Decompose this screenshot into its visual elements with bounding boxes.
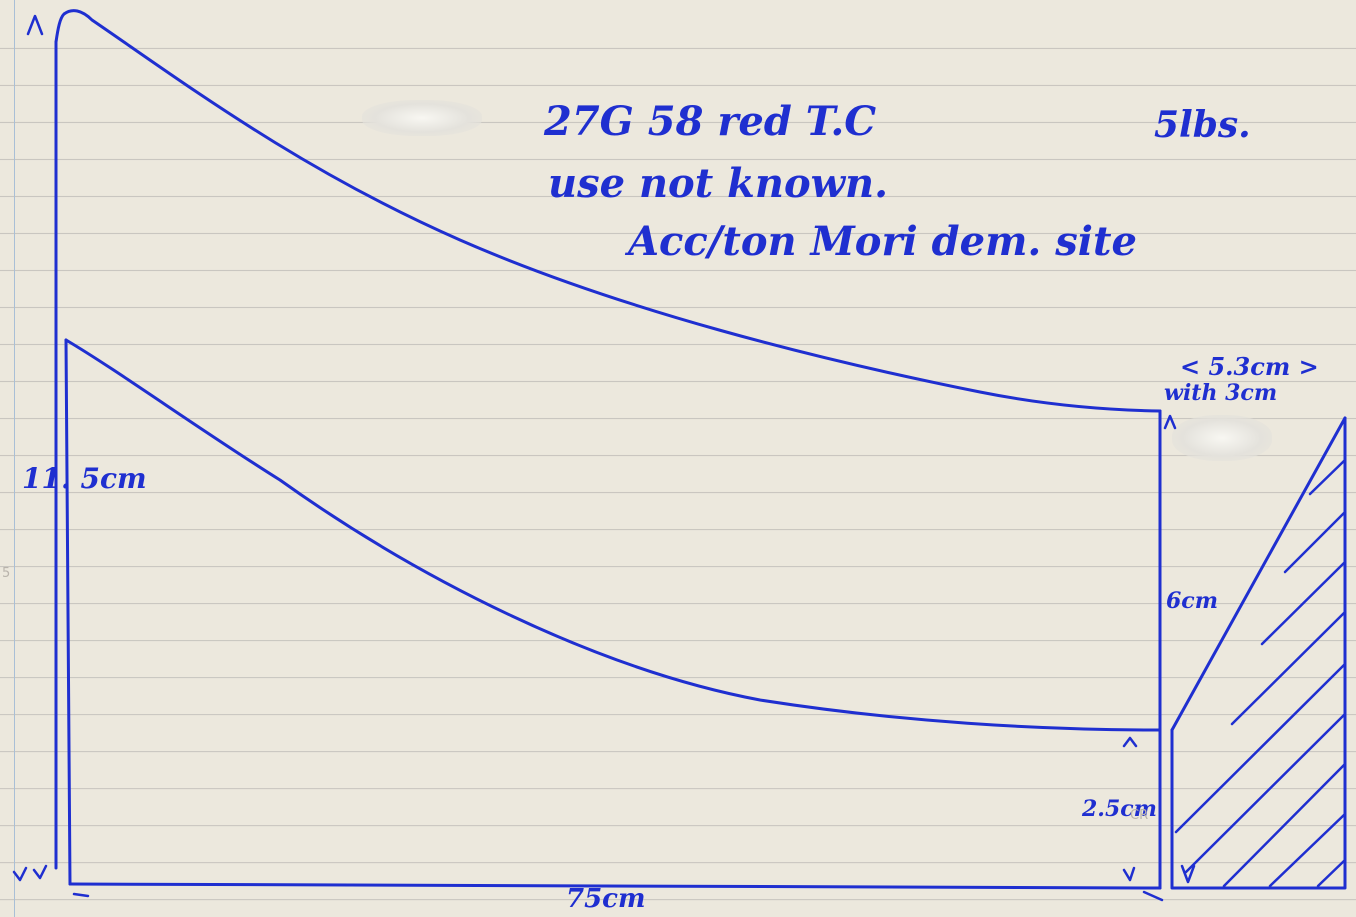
inner-down-mark xyxy=(1122,866,1136,882)
base-right-arrow xyxy=(1142,890,1164,902)
base-left-mark xyxy=(72,892,90,898)
top-arrow-mark xyxy=(26,14,44,36)
upper-outline-curve xyxy=(54,9,1162,413)
end-section-slope xyxy=(1170,416,1347,732)
end-section-outline xyxy=(1158,409,1347,890)
height-label: 11. 5cm xyxy=(22,462,147,495)
length-label: 75cm xyxy=(566,884,646,914)
end-section-hatching xyxy=(1174,458,1347,888)
end-up-arrow xyxy=(1163,414,1177,430)
catalogue-note: 27G 58 red T.C xyxy=(544,98,877,145)
inner-up-arrow xyxy=(1122,736,1138,748)
side-length-label: 6cm xyxy=(1166,588,1218,614)
site-note: Acc/ton Mori dem. site xyxy=(628,218,1137,265)
bottom-arrow-mark xyxy=(12,864,48,882)
end-down-mark xyxy=(1180,864,1196,884)
with-label: with 3cm xyxy=(1164,380,1278,406)
end-width-label: < 5.3cm > xyxy=(1180,352,1319,381)
base-line xyxy=(68,882,1162,890)
pencil-mark: CR xyxy=(1130,808,1149,823)
smudge-mark xyxy=(1172,415,1272,461)
end-height-label: 2.5cm xyxy=(1082,796,1157,822)
pencil-mark: 5 xyxy=(2,566,11,581)
left-edge-inner xyxy=(64,338,72,886)
weight-note: 5lbs. xyxy=(1154,104,1251,146)
use-note: use not known. xyxy=(548,160,889,207)
smudge-mark xyxy=(362,100,482,136)
margin-line xyxy=(14,0,15,917)
lower-outline-curve xyxy=(64,338,1162,732)
